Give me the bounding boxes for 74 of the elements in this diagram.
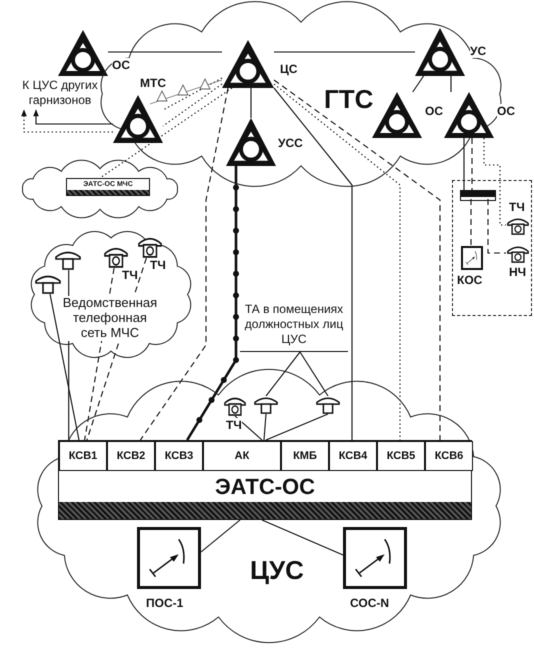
arrow: [33, 109, 113, 125]
connection-line: [186, 166, 238, 441]
connection-line: [266, 414, 328, 440]
connection-line: [412, 76, 424, 92]
exchange-triangle: [372, 92, 422, 138]
module-cell: КСВ1: [59, 441, 107, 471]
caption-text: ТА в помещениях должностных лиц ЦУС: [240, 300, 348, 352]
node-label: СОС-N: [350, 596, 390, 610]
telephone-icon: [507, 245, 529, 263]
connection-line: [487, 199, 506, 254]
connection-line: [471, 138, 473, 190]
module-cell: КМБ: [281, 441, 329, 471]
telephone-icon: [35, 274, 61, 294]
exchange-triangle: [444, 92, 494, 138]
connection-line: [274, 51, 415, 53]
node-label: ЦС: [280, 62, 298, 76]
connection-line: [140, 88, 229, 440]
node-label: ОС: [112, 58, 130, 72]
cloud-title: ЦУС: [250, 555, 304, 586]
telephone-icon: [507, 217, 529, 235]
module-cell: КСВ2: [107, 441, 155, 471]
exchange-unit: [58, 440, 472, 520]
exchange-triangle: [113, 95, 163, 143]
unit-title: ЭАТС-ОС: [214, 474, 316, 500]
node-label: ПОС-1: [146, 596, 184, 610]
node-label: ОС: [425, 104, 443, 118]
cloud-title: ГТС: [324, 84, 374, 115]
module-cell: КСВ4: [329, 441, 377, 471]
distribution-bar: [461, 191, 495, 200]
connection-line: [250, 88, 252, 118]
node-label: ТЧ: [150, 258, 166, 272]
connection-line: [262, 520, 344, 556]
connection-line: [274, 80, 441, 440]
connection-line: [463, 138, 465, 190]
node-label: ТЧ: [509, 200, 525, 214]
connection-line: [483, 138, 506, 226]
connection-line: [162, 78, 222, 110]
node-label: ТЧ: [122, 268, 138, 282]
module-cell: АК: [203, 441, 281, 471]
module-cell: КСВ3: [155, 441, 203, 471]
telephone-icon: [104, 246, 128, 268]
connection-line: [470, 199, 472, 245]
note-text: К ЦУС других гарнизонов: [4, 78, 116, 110]
dash-dot-frame: [452, 180, 532, 316]
connection-line: [200, 520, 240, 552]
connection-line: [274, 88, 353, 440]
module-cell: КСВ6: [425, 441, 473, 471]
connection-line: [300, 352, 328, 396]
node-label: УСС: [278, 136, 303, 150]
node-label: ОС: [497, 104, 515, 118]
connection-line: [263, 414, 267, 440]
arrow: [21, 109, 113, 133]
node-label: ТЧ: [226, 418, 242, 432]
connection-line: [162, 84, 222, 126]
exchange-triangle: [58, 30, 108, 76]
connection-line: [266, 352, 300, 396]
exchange-triangle: [415, 28, 465, 76]
telephone-icon: [254, 396, 278, 414]
connection-line: [450, 76, 452, 92]
exchange-triangle: [226, 118, 276, 166]
telephone-icon: [138, 236, 162, 258]
connection-line: [49, 294, 80, 440]
connection-line: [108, 51, 222, 53]
telephone-icon: [316, 396, 340, 414]
connection-line: [234, 416, 262, 440]
connection-line: [100, 88, 232, 178]
node-label: УС: [470, 44, 486, 58]
module-cell: КСВ5: [377, 441, 425, 471]
telephone-icon: [224, 396, 246, 416]
node-label: НЧ: [509, 265, 526, 279]
telephone-icon: [55, 250, 81, 270]
node-label: КОС: [457, 273, 482, 287]
connection-line: [274, 84, 401, 440]
exchange-triangle: [222, 40, 274, 88]
